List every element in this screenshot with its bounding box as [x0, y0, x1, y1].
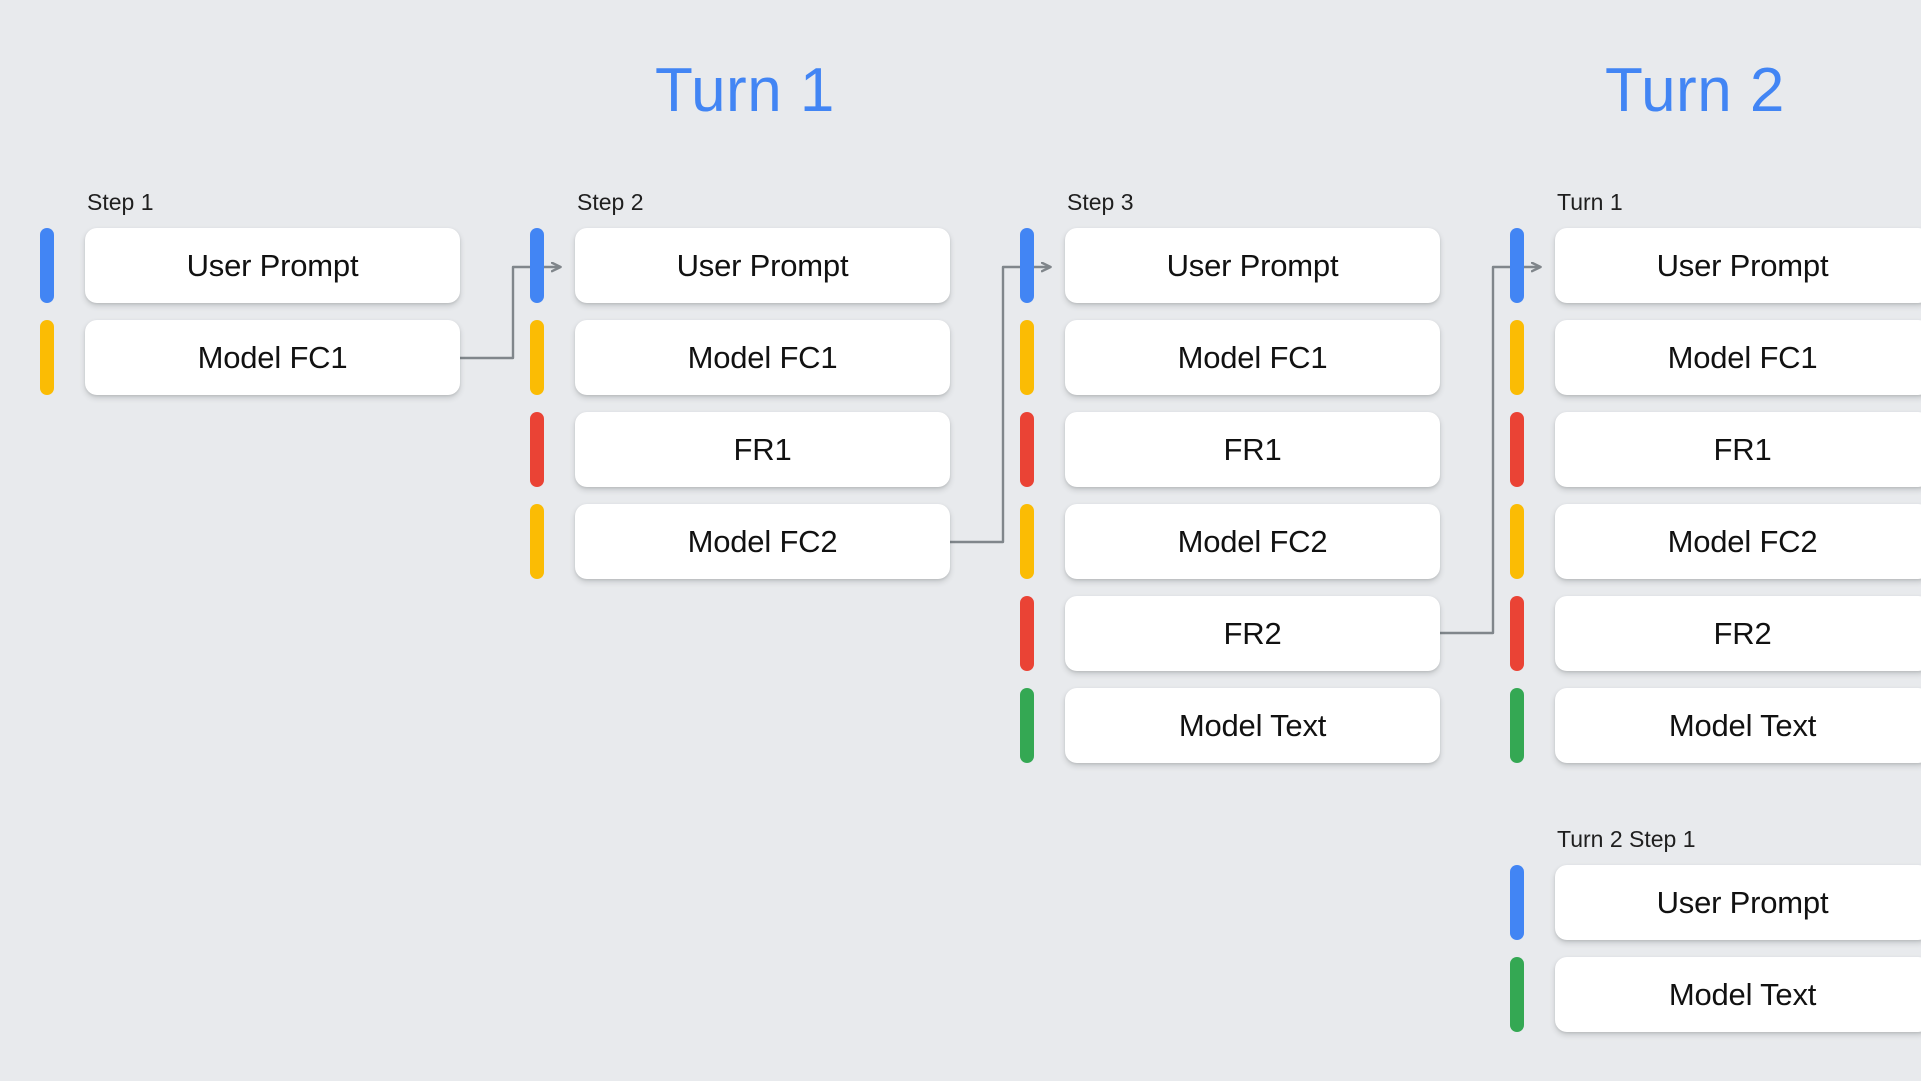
message-row[interactable]: Model FC1 [530, 320, 950, 395]
column-label-turn-2-step-1: Turn 2 Step 1 [1557, 826, 1696, 852]
column-turn-1: Turn 1 User Prompt Model FC1 FR1 Model F… [1510, 191, 1921, 763]
role-color-bar-function-response [1510, 412, 1524, 487]
message-row[interactable]: Model FC2 [1510, 504, 1921, 579]
message-row[interactable]: User Prompt [1020, 228, 1440, 303]
message-card[interactable]: FR1 [1555, 412, 1921, 487]
role-color-bar-model-fc [1020, 320, 1034, 395]
column-label-step-3: Step 3 [1067, 189, 1134, 215]
message-row[interactable]: User Prompt [530, 228, 950, 303]
message-card[interactable]: Model FC2 [1065, 504, 1440, 579]
role-color-bar-function-response [1020, 412, 1034, 487]
column-label-turn-1: Turn 1 [1557, 189, 1623, 215]
role-color-bar-model-text [1510, 957, 1524, 1032]
message-row[interactable]: FR1 [1510, 412, 1921, 487]
message-card[interactable]: FR2 [1065, 596, 1440, 671]
message-card[interactable]: Model FC2 [575, 504, 950, 579]
message-card[interactable]: User Prompt [1555, 228, 1921, 303]
role-color-bar-user [1510, 865, 1524, 940]
message-row[interactable]: Model Text [1020, 688, 1440, 763]
turn-1-heading: Turn 1 [655, 56, 835, 125]
message-row[interactable]: Model FC1 [1020, 320, 1440, 395]
role-color-bar-user [1510, 228, 1524, 303]
role-color-bar-user [40, 228, 54, 303]
message-card[interactable]: FR2 [1555, 596, 1921, 671]
message-row[interactable]: FR1 [1020, 412, 1440, 487]
message-row[interactable]: Model Text [1510, 688, 1921, 763]
role-color-bar-function-response [1020, 596, 1034, 671]
message-card[interactable]: User Prompt [85, 228, 460, 303]
message-row[interactable]: Model FC1 [1510, 320, 1921, 395]
message-row[interactable]: User Prompt [40, 228, 460, 303]
message-card[interactable]: User Prompt [1555, 865, 1921, 940]
column-step-1: Step 1 User Prompt Model FC1 [40, 191, 460, 395]
message-card[interactable]: Model Text [1555, 957, 1921, 1032]
message-row[interactable]: Model FC1 [40, 320, 460, 395]
message-card[interactable]: Model FC2 [1555, 504, 1921, 579]
message-card[interactable]: User Prompt [1065, 228, 1440, 303]
message-row[interactable]: Model FC2 [530, 504, 950, 579]
column-label-step-1: Step 1 [87, 189, 154, 215]
column-step-3: Step 3 User Prompt Model FC1 FR1 Model F… [1020, 191, 1440, 763]
role-color-bar-user [530, 228, 544, 303]
message-card[interactable]: Model FC1 [1555, 320, 1921, 395]
message-row[interactable]: User Prompt [1510, 865, 1921, 940]
message-card[interactable]: Model FC1 [575, 320, 950, 395]
column-step-2: Step 2 User Prompt Model FC1 FR1 Model F… [530, 191, 950, 579]
message-card[interactable]: FR1 [1065, 412, 1440, 487]
message-card[interactable]: Model Text [1065, 688, 1440, 763]
column-turn-2-step-1: Turn 2 Step 1 User Prompt Model Text [1510, 828, 1921, 1032]
role-color-bar-model-fc [530, 504, 544, 579]
message-row[interactable]: FR2 [1510, 596, 1921, 671]
message-card[interactable]: Model FC1 [85, 320, 460, 395]
role-color-bar-model-fc [1020, 504, 1034, 579]
message-row[interactable]: FR2 [1020, 596, 1440, 671]
message-row[interactable]: FR1 [530, 412, 950, 487]
turn-2-heading: Turn 2 [1605, 56, 1785, 125]
message-row[interactable]: User Prompt [1510, 228, 1921, 303]
message-row[interactable]: Model Text [1510, 957, 1921, 1032]
role-color-bar-model-fc [40, 320, 54, 395]
role-color-bar-model-text [1020, 688, 1034, 763]
column-label-step-2: Step 2 [577, 189, 644, 215]
message-card[interactable]: Model Text [1555, 688, 1921, 763]
message-row[interactable]: Model FC2 [1020, 504, 1440, 579]
role-color-bar-function-response [1510, 596, 1524, 671]
role-color-bar-model-fc [1510, 320, 1524, 395]
role-color-bar-model-fc [1510, 504, 1524, 579]
message-card[interactable]: Model FC1 [1065, 320, 1440, 395]
role-color-bar-user [1020, 228, 1034, 303]
role-color-bar-model-text [1510, 688, 1524, 763]
role-color-bar-model-fc [530, 320, 544, 395]
role-color-bar-function-response [530, 412, 544, 487]
message-card[interactable]: User Prompt [575, 228, 950, 303]
message-card[interactable]: FR1 [575, 412, 950, 487]
